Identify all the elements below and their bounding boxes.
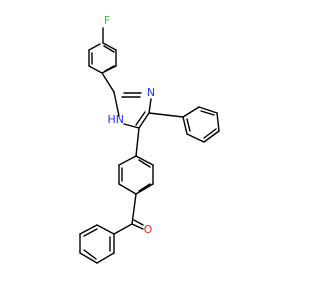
- bond-carbonyl-double: [131, 223, 144, 230]
- atom-labels: F N HN O: [102, 14, 155, 236]
- bond-carbonyl-to-benzoyl: [113, 223, 133, 235]
- nitrogen-label: N: [147, 86, 155, 99]
- phenyl-ring: [182, 106, 220, 143]
- nh-label: HN: [108, 113, 125, 126]
- bond-phenylene-to-carbonyl: [131, 193, 137, 225]
- fluorophenyl-ring: [88, 42, 117, 74]
- bond-imidazole-to-phenylene: [135, 127, 140, 157]
- structure-diagram: F N HN O: [79, 14, 220, 264]
- phenylene-ring: [118, 155, 154, 195]
- oxygen-label: O: [144, 223, 153, 236]
- molecule-canvas: F N HN O: [79, 14, 220, 264]
- imidazole-ring: [113, 91, 152, 129]
- benzoyl-ring: [79, 224, 115, 264]
- bond-imidazole-to-phenyl: [148, 112, 184, 118]
- bond-ring-to-imidazole: [101, 72, 115, 93]
- fluorine-label: F: [104, 14, 110, 27]
